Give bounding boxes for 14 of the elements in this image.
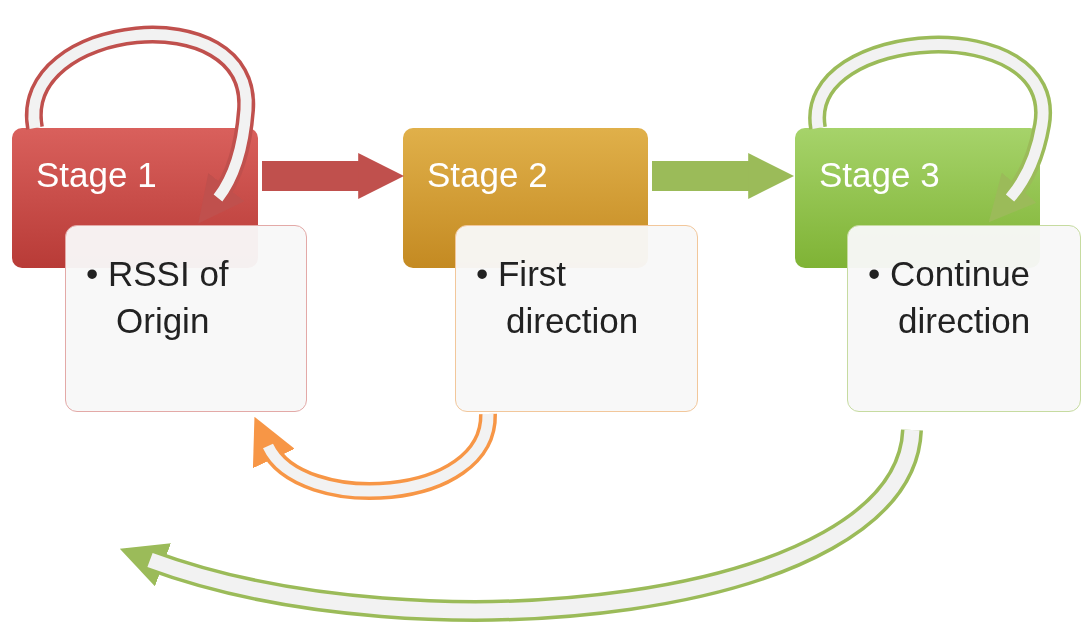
content-card [455,225,698,412]
curved-arrow [119,427,923,622]
stage-title: Stage 2 [427,156,549,195]
stage-title: Stage 3 [819,156,941,195]
curved-arrow [26,26,255,225]
bullet-text: • First direction [475,253,640,343]
block-arrow [262,153,405,199]
bullet-text: • RSSI of Origin [85,253,230,343]
stage-title: Stage 1 [36,156,158,195]
content-card [65,225,307,412]
block-arrow [652,153,795,199]
content-card [847,225,1081,412]
bullet-text: • Continue direction [867,253,1032,343]
curved-arrow [809,35,1051,223]
